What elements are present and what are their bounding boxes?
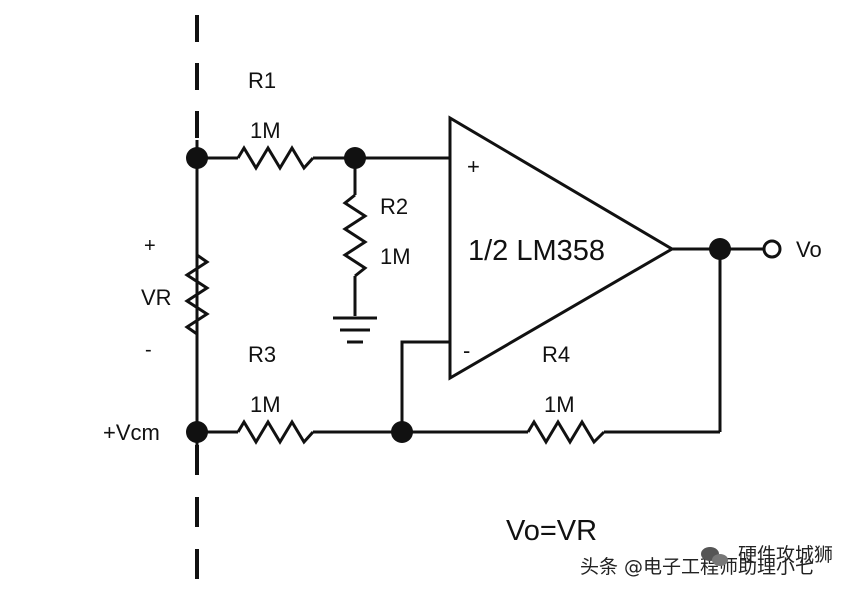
junction-node xyxy=(186,147,208,169)
r1-value-label: 1M xyxy=(250,118,281,143)
opamp-triangle xyxy=(448,115,675,381)
r3-value-label: 1M xyxy=(250,392,281,417)
r2-value-label: 1M xyxy=(380,244,411,269)
ground-symbol xyxy=(333,316,377,344)
resistor-r2 xyxy=(342,193,368,278)
opamp-part-label: 1/2 LM358 xyxy=(468,235,605,267)
junction-node xyxy=(344,147,366,169)
vcm-label: +Vcm xyxy=(103,420,160,445)
resistor-vr xyxy=(184,253,210,336)
watermark-overlay: 硬件攻城狮 xyxy=(738,544,833,566)
junction-node xyxy=(709,238,731,260)
equation-label: Vo=VR xyxy=(506,515,597,547)
wechat-icon xyxy=(701,547,728,566)
vr-name-label: VR xyxy=(141,285,172,310)
watermark-prefix: 头条 @电子工程师助理小七 xyxy=(580,556,814,578)
r4-name-label: R4 xyxy=(542,342,570,367)
resistor-r3 xyxy=(236,419,315,445)
junction-node xyxy=(186,421,208,443)
junction-node xyxy=(391,421,413,443)
resistor-r1 xyxy=(236,145,315,171)
vr-minus-label: - xyxy=(145,339,152,361)
opamp-minus-label: - xyxy=(463,338,470,363)
wires xyxy=(195,140,763,445)
r1-name-label: R1 xyxy=(248,68,276,93)
r3-name-label: R3 xyxy=(248,342,276,367)
output-label: Vo xyxy=(796,237,822,262)
watermark: 头条 @电子工程师助理小七 硬件攻城狮 xyxy=(580,544,833,578)
opamp-plus-label: + xyxy=(467,154,480,179)
resistor-r4 xyxy=(526,419,606,445)
r4-value-label: 1M xyxy=(544,392,575,417)
output-terminal xyxy=(762,239,782,259)
r2-name-label: R2 xyxy=(380,194,408,219)
junction-dots xyxy=(186,147,731,443)
vr-plus-label: + xyxy=(144,235,156,257)
